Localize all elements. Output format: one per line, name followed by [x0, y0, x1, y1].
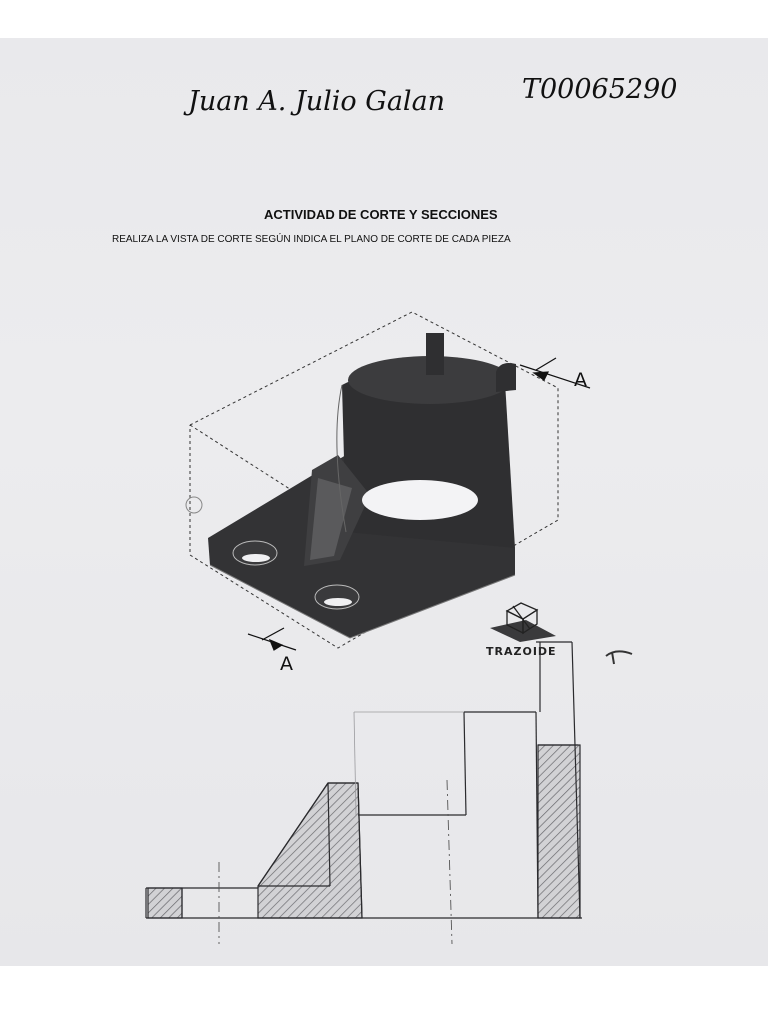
- cut-label-bottom: A: [280, 653, 293, 675]
- pencil-mark: [605, 650, 633, 665]
- section-view-drawing: [145, 641, 582, 945]
- margin-circle-mark: [185, 496, 203, 514]
- cut-label-top: A: [574, 369, 587, 391]
- student-id: T00065290: [522, 74, 677, 105]
- trazoide-logo: TRAZOIDE: [486, 602, 557, 658]
- cutting-plane-arrow-bottom: [247, 627, 297, 651]
- worksheet-instruction: REALIZA LA VISTA DE CORTE SEGÚN INDICA E…: [112, 234, 511, 245]
- student-name: Juan A. Julio Galan: [183, 86, 445, 117]
- worksheet-title: ACTIVIDAD DE CORTE Y SECCIONES: [264, 207, 498, 222]
- cutting-plane-arrow-top: [519, 357, 591, 389]
- isometric-part: [208, 333, 516, 639]
- trazoide-logo-text: TRAZOIDE: [486, 645, 557, 658]
